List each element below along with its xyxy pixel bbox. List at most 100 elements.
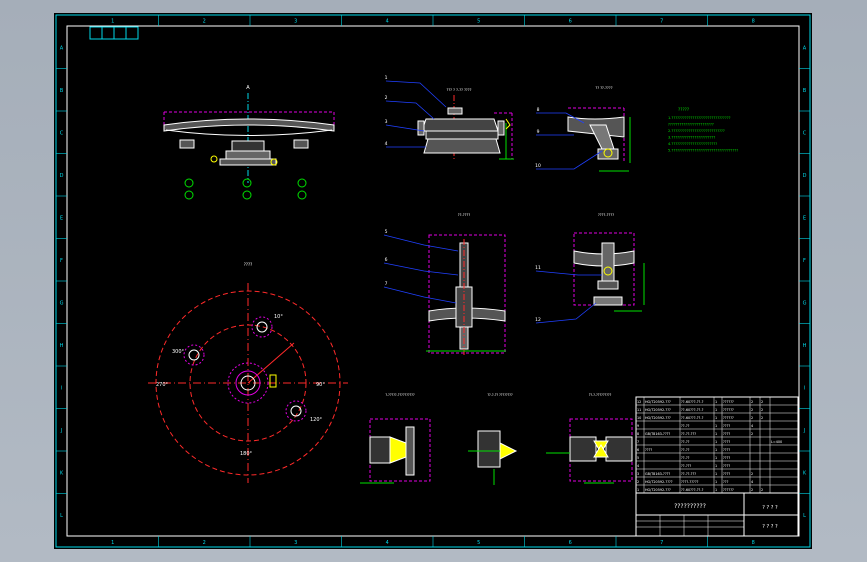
parts-row: 5??-??1???? bbox=[636, 456, 798, 462]
parts-cell: HG/T20592-??? bbox=[645, 400, 671, 404]
parts-cell: HG/T20592-??? bbox=[645, 416, 671, 420]
parts-cell: ??-?? bbox=[681, 456, 690, 460]
parts-cell: ??-?? bbox=[681, 448, 690, 452]
parts-cell: 2 bbox=[751, 472, 753, 476]
view6-label: ???? bbox=[244, 262, 253, 267]
parts-cell: ??-?? bbox=[681, 440, 690, 444]
notes-heading: ????? bbox=[678, 107, 689, 112]
title-right-1: ? ? ? ? bbox=[762, 505, 778, 511]
parts-cell: 2 bbox=[751, 432, 753, 436]
parts-cell: HG/T20592-??? bbox=[645, 488, 671, 492]
parts-cell: GB/T8163-???? bbox=[645, 472, 670, 476]
zone-col-label: 8 bbox=[752, 540, 755, 546]
balloon-number: 12 bbox=[535, 317, 541, 323]
parts-cell: 1 bbox=[715, 400, 717, 404]
view3-label: ?? ??-???? bbox=[595, 86, 612, 90]
zone-row-label: D bbox=[60, 173, 64, 179]
note-line: 1.??????????????????????????????? bbox=[668, 116, 731, 120]
angle-180: 180° bbox=[240, 451, 253, 457]
zone-col-label: 5 bbox=[477, 540, 480, 546]
balloon-number: 7 bbox=[385, 281, 388, 287]
parts-cell: 2 bbox=[761, 408, 763, 412]
balloon-number: 9 bbox=[537, 129, 540, 135]
zone-row-label: H bbox=[803, 343, 807, 349]
parts-cell: 9 bbox=[637, 424, 639, 428]
parts-cell: ??-60???-??-? bbox=[681, 408, 704, 412]
weld-detail-3: ??-?-????????? bbox=[546, 393, 633, 484]
angle-10: 10° bbox=[274, 314, 283, 320]
parts-cell: 1 bbox=[715, 472, 717, 476]
zone-row-label: I bbox=[61, 385, 62, 391]
parts-cell: GB/T8163-???? bbox=[645, 432, 670, 436]
zone-row-label: H bbox=[60, 343, 64, 349]
view4-label: ??-???? bbox=[458, 213, 471, 217]
parts-cell: ??-??? bbox=[681, 464, 691, 468]
parts-cell: 12 bbox=[637, 400, 641, 404]
parts-cell: 2 bbox=[637, 480, 639, 484]
angle-270: 270° bbox=[156, 382, 169, 388]
weld-detail-2: ??-?-?? ???????? bbox=[468, 393, 518, 485]
view-section-b: ????-???? bbox=[535, 213, 645, 324]
parts-row: 9??-??1????4 bbox=[636, 424, 798, 430]
balloon-number: 11 bbox=[535, 265, 541, 271]
balloon-number: 5 bbox=[385, 229, 388, 235]
zone-row-label: C bbox=[60, 130, 64, 136]
zone-col-label: 6 bbox=[569, 19, 572, 25]
balloon-number: 6 bbox=[385, 257, 388, 263]
balloon-number: 4 bbox=[385, 141, 388, 147]
parts-cell: ?????? bbox=[723, 488, 734, 492]
parts-cell: 1 bbox=[715, 408, 717, 412]
view2-label: ??? ? ?-?? ???? bbox=[446, 88, 471, 92]
parts-cell: ???? bbox=[723, 432, 730, 436]
parts-cell: 1 bbox=[715, 456, 717, 460]
view9-label: ??-?-????????? bbox=[589, 393, 612, 397]
zone-col-label: 3 bbox=[294, 540, 297, 546]
parts-cell: 4 bbox=[751, 480, 753, 484]
parts-cell: 1 bbox=[715, 488, 717, 492]
parts-cell: 2 bbox=[761, 416, 763, 420]
notes-block: ????? 1.??????????????????????????????? … bbox=[668, 107, 738, 153]
parts-cell: ??-60???-??-? bbox=[681, 416, 704, 420]
parts-row: 6??????-??1???? bbox=[636, 448, 798, 454]
parts-cell: 1 bbox=[715, 416, 717, 420]
parts-cell: 4 bbox=[637, 464, 639, 468]
parts-cell: 1 bbox=[715, 464, 717, 468]
zone-row-label: F bbox=[60, 258, 63, 264]
zone-col-label: 6 bbox=[569, 540, 572, 546]
parts-cell: ??? bbox=[723, 480, 729, 484]
parts-cell: 11 bbox=[637, 408, 641, 412]
parts-cell: 2 bbox=[751, 408, 753, 412]
parts-cell: ??-?? bbox=[681, 424, 690, 428]
parts-cell: 10 bbox=[637, 416, 641, 420]
parts-cell: ???? bbox=[645, 448, 652, 452]
stamp-top-left bbox=[89, 26, 139, 40]
view8-label: ??-?-?? ???????? bbox=[487, 393, 513, 397]
title-right-2: ? ? ? ? bbox=[762, 524, 778, 530]
zone-col-label: 7 bbox=[660, 540, 663, 546]
balloon-number: 8 bbox=[537, 107, 540, 113]
title-block: ?????????? ? ? ? ? ? ? ? ? bbox=[635, 492, 799, 537]
zone-row-label: B bbox=[60, 88, 64, 94]
parts-cell: 1 bbox=[637, 488, 639, 492]
note-line: ???????????????????????? bbox=[668, 123, 714, 127]
zone-row-label: E bbox=[60, 215, 63, 221]
parts-cell: 7 bbox=[637, 440, 639, 444]
drawing-title: ?????????? bbox=[674, 503, 706, 510]
view1-label: A bbox=[246, 85, 250, 91]
zone-row-label: B bbox=[803, 88, 807, 94]
parts-cell: ??-60???-??-? bbox=[681, 488, 704, 492]
note-line: 2.???????????????????????????? bbox=[668, 129, 725, 133]
zone-col-label: 8 bbox=[752, 19, 755, 25]
zone-col-label: 7 bbox=[660, 19, 663, 25]
zone-row-label: F bbox=[803, 258, 806, 264]
angle-120: 120° bbox=[310, 417, 323, 423]
parts-cell: ???? bbox=[723, 464, 730, 468]
balloon-number: 3 bbox=[385, 119, 388, 125]
